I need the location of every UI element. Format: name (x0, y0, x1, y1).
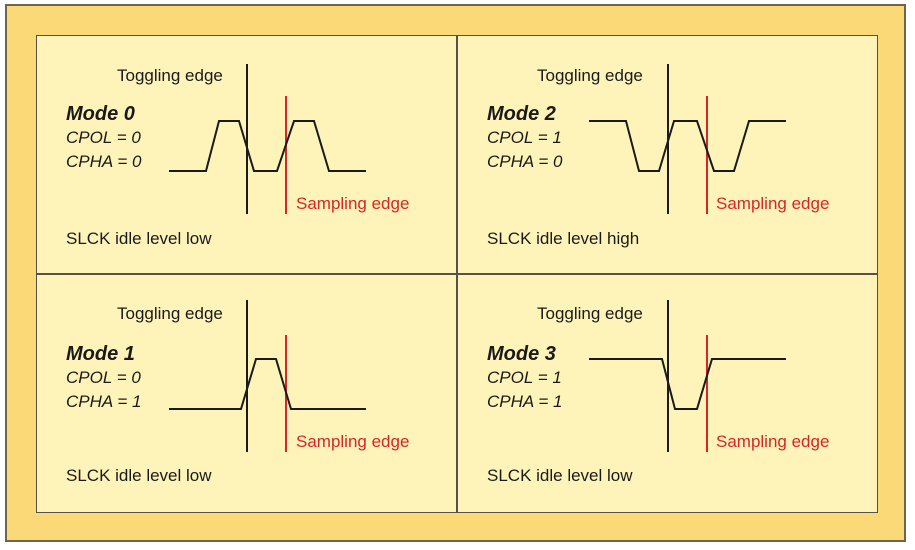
sampling-edge-label: Sampling edge (716, 432, 830, 451)
cpha-value: CPHA = 0 (487, 152, 563, 171)
cpol-value: CPOL = 0 (66, 368, 141, 387)
sampling-edge-label: Sampling edge (296, 194, 410, 213)
cpha-value: CPHA = 1 (487, 392, 563, 411)
mode-title: Mode 1 (66, 343, 135, 365)
idle-level-label: SLCK idle level low (66, 229, 212, 248)
grid-divider-horizontal (36, 273, 878, 275)
cpol-value: CPOL = 0 (66, 128, 141, 147)
mode-title: Mode 2 (487, 103, 556, 125)
clock-signal (169, 358, 366, 410)
clock-signal (169, 120, 366, 172)
idle-level-label: SLCK idle level high (487, 229, 640, 248)
sampling-edge-label: Sampling edge (716, 194, 830, 213)
toggling-edge-label: Toggling edge (537, 66, 643, 85)
cpol-value: CPOL = 1 (487, 128, 562, 147)
toggling-edge-label: Toggling edge (117, 304, 223, 323)
toggling-edge-label: Toggling edge (117, 66, 223, 85)
cpha-value: CPHA = 1 (66, 392, 142, 411)
mode-title: Mode 0 (66, 103, 135, 125)
clock-signal (589, 358, 786, 410)
mode-title: Mode 3 (487, 343, 556, 365)
cpha-value: CPHA = 0 (66, 152, 142, 171)
toggling-edge-label: Toggling edge (537, 304, 643, 323)
cpol-value: CPOL = 1 (487, 368, 562, 387)
sampling-edge-label: Sampling edge (296, 432, 410, 451)
idle-level-label: SLCK idle level low (66, 466, 212, 485)
idle-level-label: SLCK idle level low (487, 466, 633, 485)
clock-signal (589, 120, 786, 172)
